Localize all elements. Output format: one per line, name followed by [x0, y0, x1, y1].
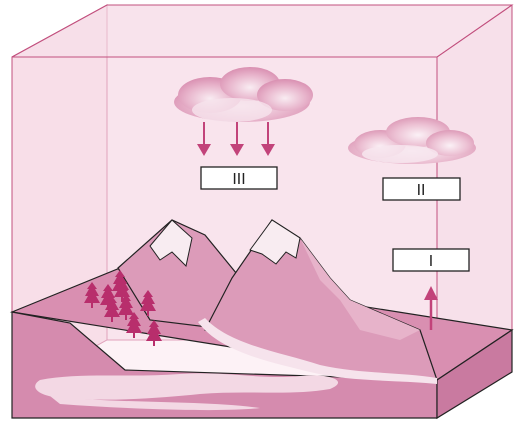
label-box-1: I	[393, 249, 469, 271]
label-text: III	[232, 170, 245, 188]
label-box-3: III	[201, 167, 277, 189]
label-box-2: II	[383, 178, 460, 200]
label-text: II	[417, 181, 426, 199]
label-text: I	[429, 252, 433, 270]
box-top-panel	[12, 5, 512, 57]
